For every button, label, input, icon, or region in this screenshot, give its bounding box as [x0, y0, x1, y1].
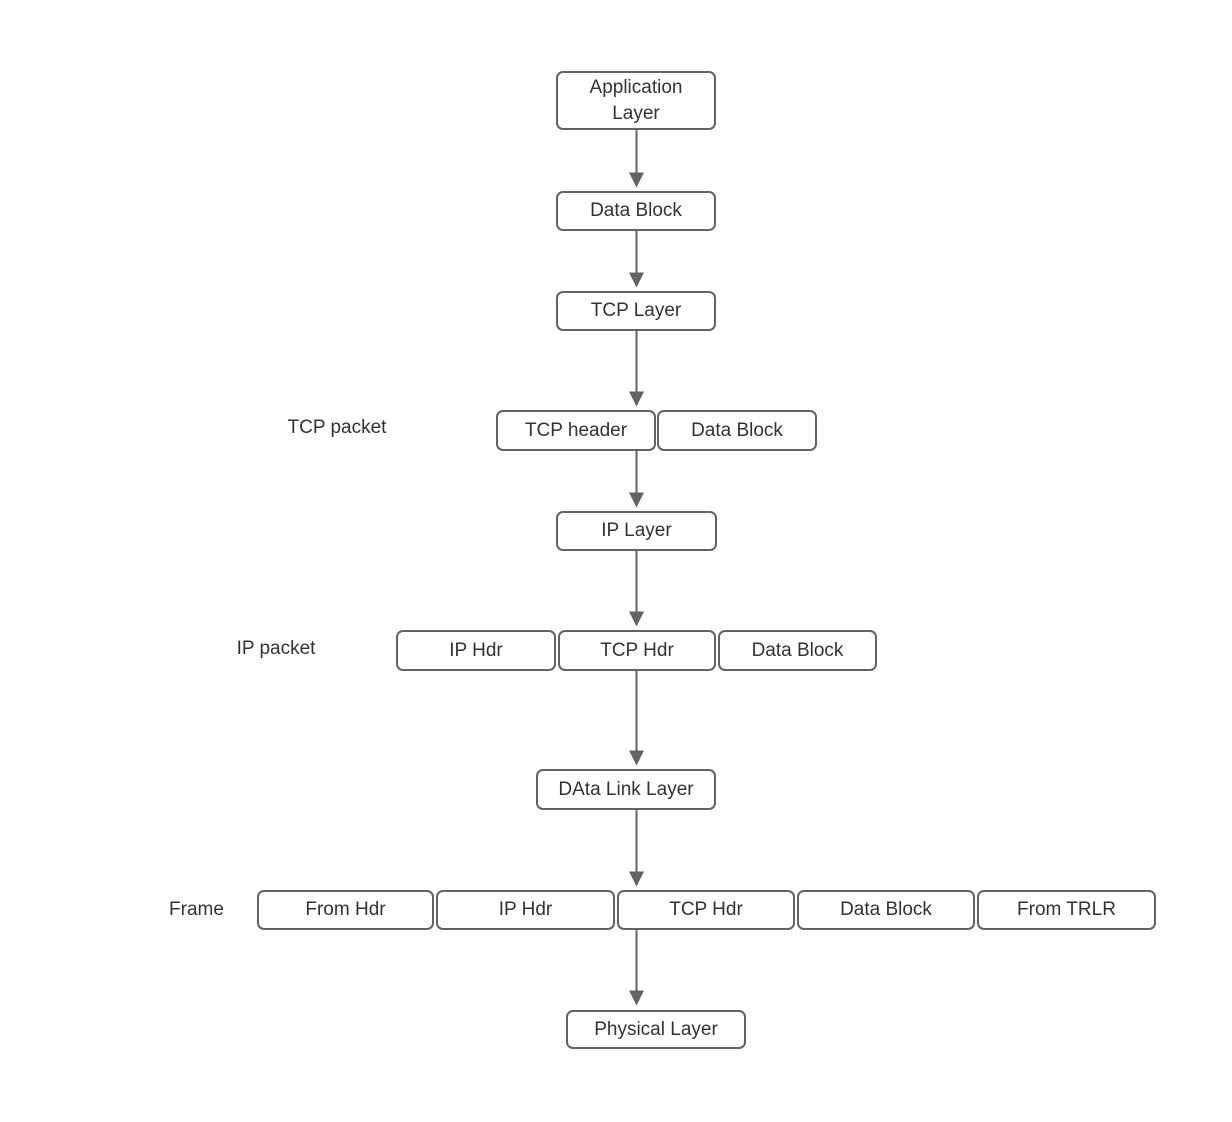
label-ip-packet: IP packet: [236, 638, 316, 659]
node-physical-layer: Physical Layer: [566, 1010, 746, 1049]
node-frame-tcp-hdr: TCP Hdr: [617, 890, 795, 930]
label-tcp-packet: TCP packet: [287, 417, 387, 438]
node-data-block-top: Data Block: [556, 191, 716, 231]
node-tcp-hdr: TCP Hdr: [558, 630, 716, 671]
node-frame-from-hdr: From Hdr: [257, 890, 434, 930]
node-frame-from-trlr: From TRLR: [977, 890, 1156, 930]
node-application-layer: Application Layer: [556, 71, 716, 130]
node-frame-ip-hdr: IP Hdr: [436, 890, 615, 930]
node-ip-hdr: IP Hdr: [396, 630, 556, 671]
node-tcp-data-block: Data Block: [657, 410, 817, 451]
label-frame: Frame: [169, 899, 224, 920]
node-ip-layer: IP Layer: [556, 511, 717, 551]
node-frame-data-block: Data Block: [797, 890, 975, 930]
node-tcp-header: TCP header: [496, 410, 656, 451]
node-data-link-layer: DAta Link Layer: [536, 769, 716, 810]
node-tcp-layer: TCP Layer: [556, 291, 716, 331]
node-ip-data-block: Data Block: [718, 630, 877, 671]
